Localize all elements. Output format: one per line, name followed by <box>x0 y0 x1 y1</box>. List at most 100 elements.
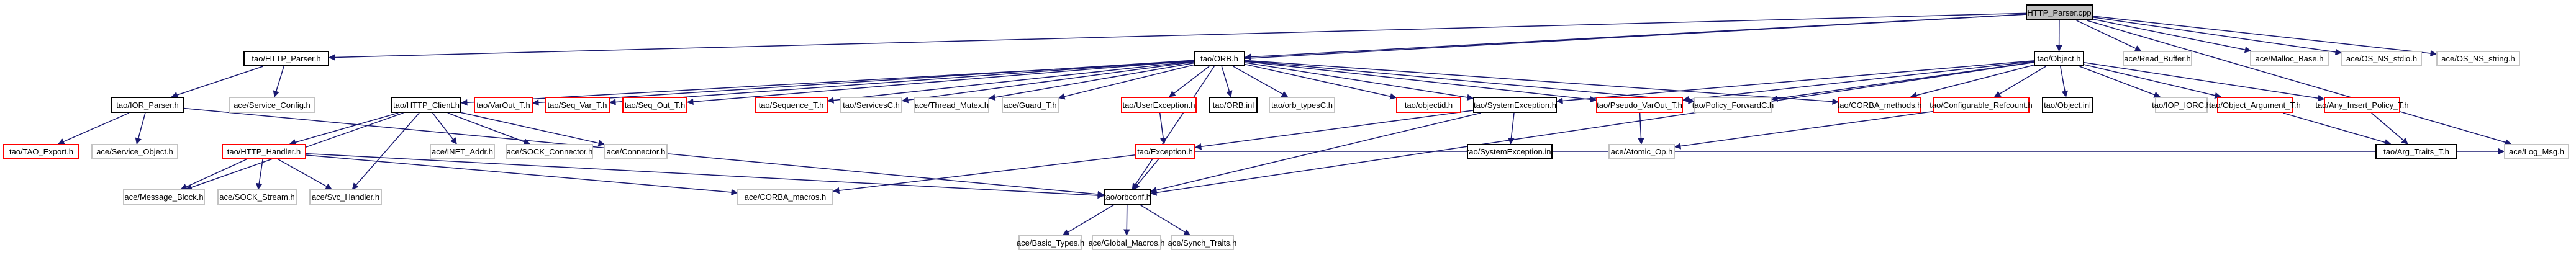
edge-systemexception-exception_h <box>1194 110 1474 150</box>
edge-http_handler-svc_handler <box>277 158 333 190</box>
edge-exception_h-corba_macros <box>832 154 1135 194</box>
edge-object_h-orbconf <box>1150 61 2034 196</box>
node-iop_iorc: tao/IOP_IORC.h <box>2152 97 2211 113</box>
edge-pseudo_varout-atomic_op <box>1638 112 1644 145</box>
edge-http_handler-corba_macros <box>306 154 738 196</box>
node-http_handler[interactable]: tao/HTTP_Handler.h <box>222 144 306 159</box>
node-sock_stream: ace/SOCK_Stream.h <box>217 189 297 205</box>
node-policy_forwardc: tao/Policy_ForwardC.h <box>1692 97 1774 113</box>
node-objectid[interactable]: tao/objectid.h <box>1396 97 1461 113</box>
node-varout_t[interactable]: tao/VarOut_T.h <box>474 97 533 113</box>
edge-object_h-pseudo_varout <box>1682 61 2034 103</box>
edge-orb_h-seq_var_t <box>609 60 1194 105</box>
node-seq_out_t[interactable]: tao/Seq_Out_T.h <box>622 97 687 113</box>
edge-orb_h-corba_methods <box>1245 60 1839 105</box>
node-systemexception[interactable]: tao/SystemException.h <box>1473 97 1557 113</box>
graph-root-node: HTTP_Parser.cpp <box>2026 4 2093 20</box>
node-userexception[interactable]: tao/UserException.h <box>1121 97 1197 113</box>
node-orb_h[interactable]: tao/ORB.h <box>1194 51 1245 66</box>
edge-object_h-policy_forwardc <box>1771 61 2034 102</box>
node-object_argument_t[interactable]: tao/Object_Argument_T.h <box>2209 97 2301 113</box>
edge-http_handler-message_block <box>180 158 248 190</box>
edge-root-read_buffer <box>2076 20 2142 51</box>
node-configurable_refcount[interactable]: tao/Configurable_Refcount.h <box>1930 97 2033 113</box>
edge-http_client-sock_connector <box>447 112 531 145</box>
node-orb_typesc: tao/orb_typesC.h <box>1269 97 1335 113</box>
edge-object_h-configurable_refcount <box>1993 66 2046 97</box>
node-object_h[interactable]: tao/Object.h <box>2034 51 2084 66</box>
node-orbconf[interactable]: tao/orbconf.h <box>1104 189 1151 205</box>
edge-object_h-corba_methods <box>1910 65 2034 99</box>
node-malloc_base: ace/Malloc_Base.h <box>2250 51 2329 66</box>
edge-orb_h-orb_typesc <box>1233 66 1289 97</box>
node-global_macros: ace/Global_Macros.h <box>1089 235 1164 250</box>
edge-http_parser_h-ior_parser <box>171 66 263 98</box>
node-ior_parser[interactable]: tao/IOR_Parser.h <box>111 97 184 113</box>
node-service_config: ace/Service_Config.h <box>229 97 315 113</box>
node-sequence_t[interactable]: tao/Sequence_T.h <box>755 97 828 113</box>
edge-orb_h-guard_t <box>1058 64 1194 100</box>
node-os_ns_stdio: ace/OS_NS_stdio.h <box>2341 51 2422 66</box>
node-pseudo_varout[interactable]: tao/Pseudo_VarOut_T.h <box>1596 97 1683 113</box>
edge-orb_h-thread_mutex <box>988 62 1194 101</box>
node-any_insert_policy[interactable]: tao/Any_Insert_Policy_T.h <box>2315 97 2409 113</box>
edge-object_h-iop_iorc <box>2079 66 2161 98</box>
edge-http_client-svc_handler <box>351 112 420 190</box>
edge-http_client-inet_addr <box>432 112 457 145</box>
edge-ior_parser-tao_export <box>57 112 130 145</box>
node-connector: ace/Connector.h <box>604 144 668 159</box>
edge-orb_h-sequence_t <box>827 61 1194 104</box>
edge-root-os_ns_string <box>2092 16 2438 57</box>
node-http_client[interactable]: tao/HTTP_Client.h <box>391 97 461 113</box>
node-tao_export[interactable]: tao/TAO_Export.h <box>3 144 79 159</box>
edge-http_client-http_handler <box>289 112 399 146</box>
node-service_object: ace/Service_Object.h <box>91 144 178 159</box>
edge-root-os_ns_stdio <box>2092 17 2342 56</box>
node-corba_methods[interactable]: tao/CORBA_methods.h <box>1838 97 1921 113</box>
node-exception_h[interactable]: tao/Exception.h <box>1135 144 1195 159</box>
edge-orb_h-varout_t <box>532 60 1194 106</box>
edge-userexception-exception_h <box>1159 112 1167 145</box>
node-guard_t: ace/Guard_T.h <box>1002 97 1059 113</box>
edge-systemexception-systemexception_inl <box>1508 112 1515 145</box>
node-thread_mutex: ace/Thread_Mutex.h <box>914 97 989 113</box>
edge-root-http_parser_h <box>328 12 2026 61</box>
node-seq_var_t[interactable]: tao/Seq_Var_T.h <box>545 97 610 113</box>
edge-root-malloc_base <box>2092 19 2252 53</box>
edge-orb_h-policy_forwardc <box>1245 60 1695 104</box>
node-basic_types: ace/Basic_Types.h <box>1017 235 1084 250</box>
node-systemexception_inl[interactable]: tao/SystemException.inl <box>1467 144 1553 159</box>
node-http_parser_h[interactable]: tao/HTTP_Parser.h <box>243 51 329 66</box>
edge-object_h-systemexception <box>1556 60 2034 104</box>
edge-any_insert_policy-arg_traits <box>2371 112 2408 145</box>
edge-orb_h-servicesc <box>901 61 1194 104</box>
node-read_buffer: ace/Read_Buffer.h <box>2123 51 2192 66</box>
edge-orb_h-pseudo_varout <box>1245 61 1597 103</box>
node-object_inl[interactable]: tao/Object.inl <box>2042 97 2093 113</box>
edge-object_h-object_argument_t <box>2084 64 2221 99</box>
edge-object_h-object_inl <box>2060 66 2069 98</box>
node-arg_traits[interactable]: tao/Arg_Traits_T.h <box>2375 144 2457 159</box>
edge-orb_h-seq_out_t <box>686 60 1194 105</box>
edge-orb_h-systemexception <box>1245 62 1474 101</box>
node-os_ns_string: ace/OS_NS_string.h <box>2436 51 2520 66</box>
edge-ior_parser-service_object <box>135 112 146 145</box>
edge-http_handler-orbconf <box>306 153 1105 199</box>
edge-orbconf-synch_traits <box>1140 204 1191 236</box>
edge-http_parser_h-service_config <box>273 66 284 98</box>
node-inet_addr: ace/INET_Addr.h <box>430 144 495 159</box>
node-servicesc: tao/ServicesC.h <box>840 97 902 113</box>
node-sock_connector: ace/SOCK_Connector.h <box>506 144 593 159</box>
node-orb_inl[interactable]: tao/ORB.inl <box>1209 97 1258 113</box>
edge-http_client-connector <box>461 112 605 146</box>
node-synch_traits: ace/Synch_Traits.h <box>1168 235 1236 250</box>
edge-orb_h-orb_inl <box>1221 66 1233 98</box>
edge-object_h-any_insert_policy <box>2084 61 2325 102</box>
node-svc_handler: ace/Svc_Handler.h <box>309 189 382 205</box>
edge-orb_h-objectid <box>1245 63 1397 100</box>
edge-orb_h-userexception <box>1169 66 1210 97</box>
edge-configurable_refcount-atomic_op <box>1674 110 1933 150</box>
edge-orb_h-orbconf <box>1132 66 1215 190</box>
edge-http_handler-sock_stream <box>256 158 263 190</box>
